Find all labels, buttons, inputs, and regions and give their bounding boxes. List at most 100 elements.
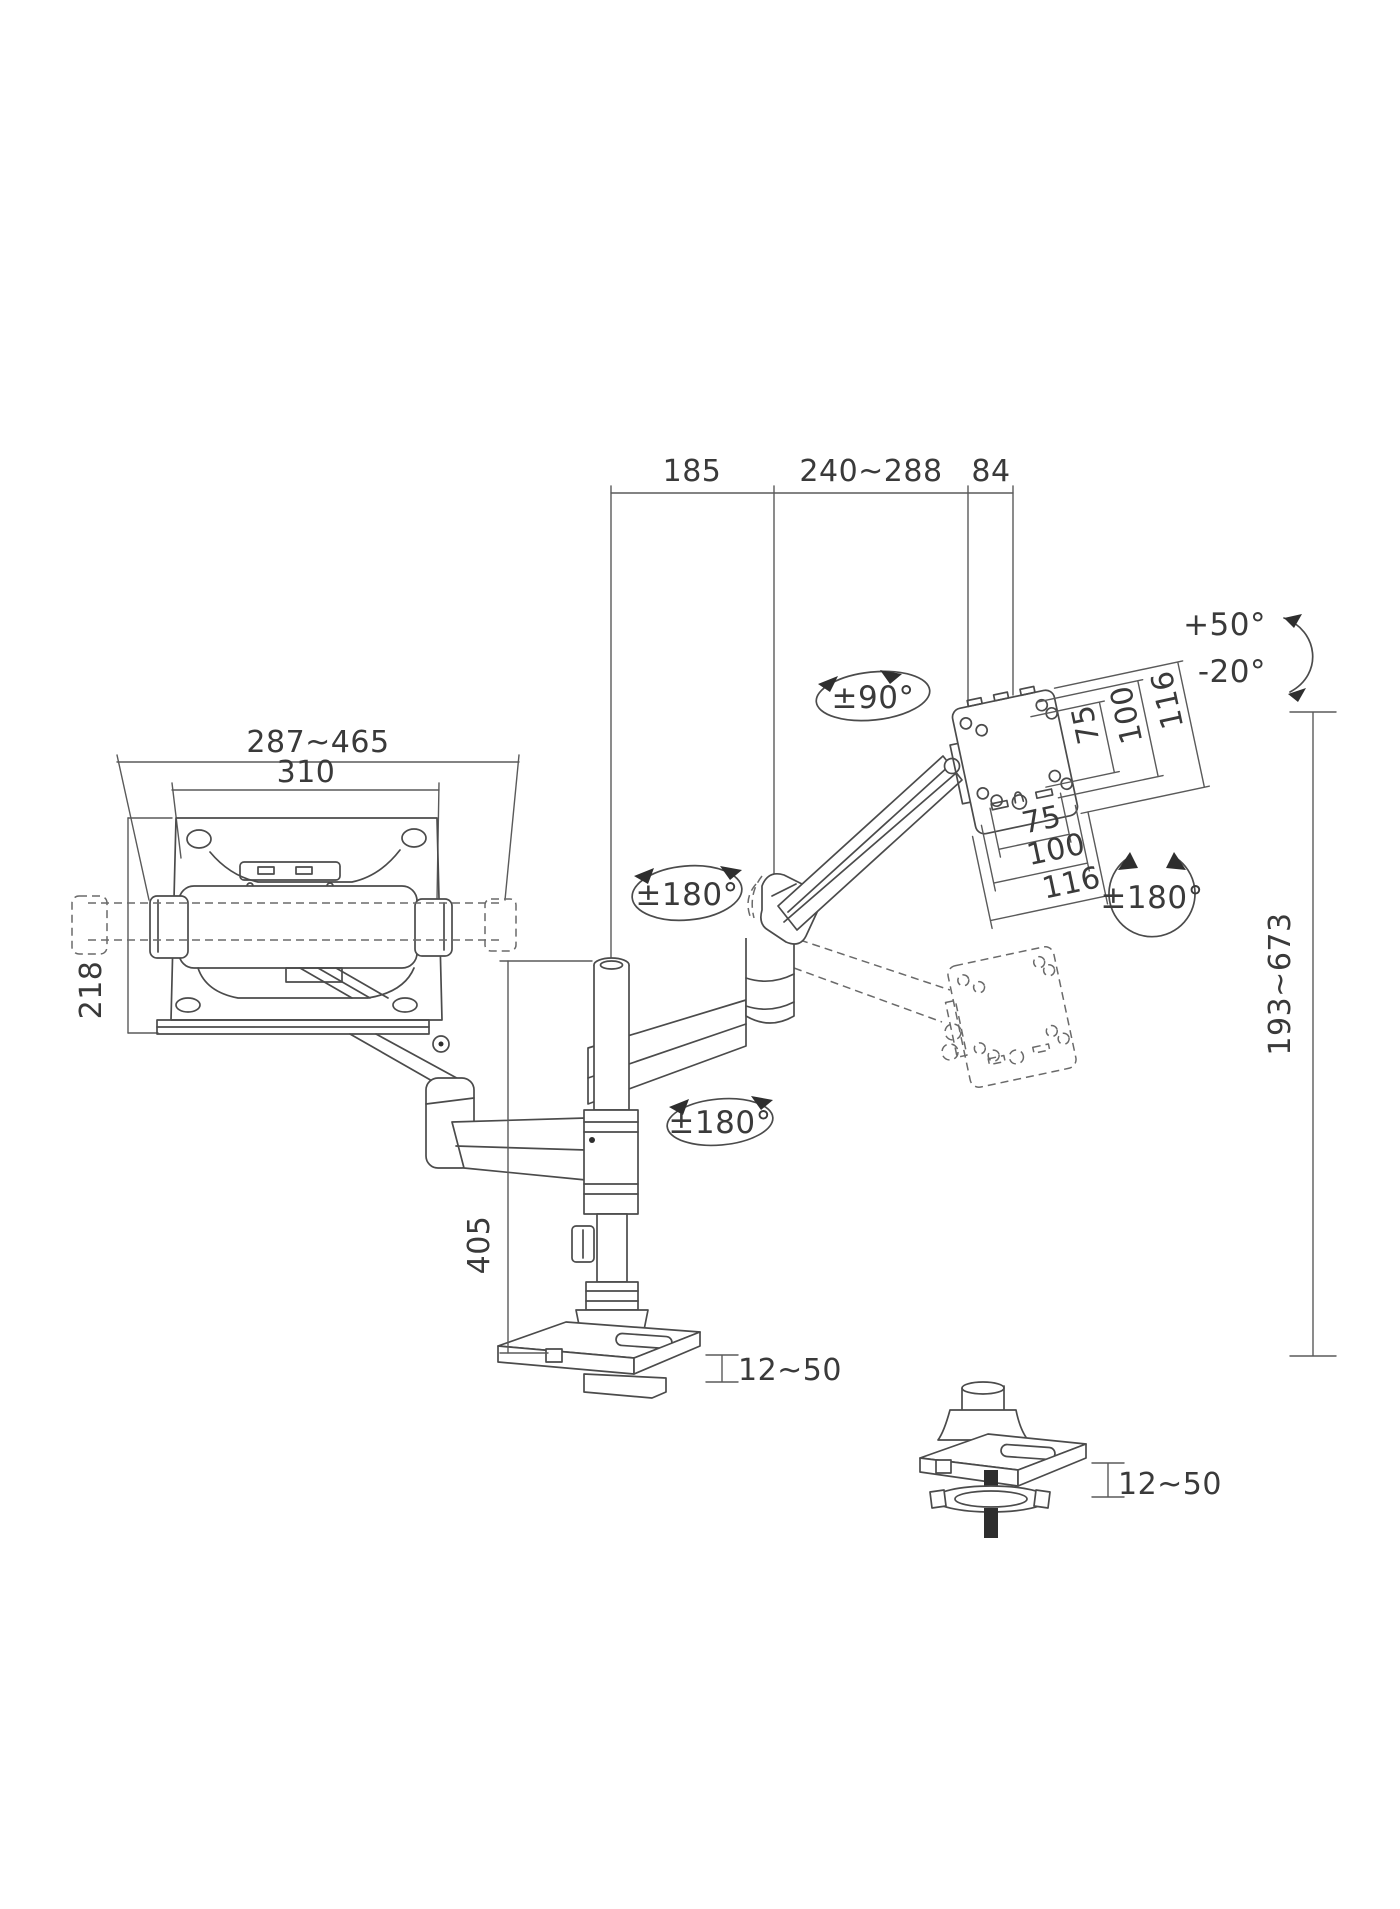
tray-arm-screw-dot: [438, 1041, 444, 1047]
arm-end-cap: [943, 757, 961, 775]
desk-thickness-bracket: [705, 1354, 739, 1383]
pole-lower-shaft: [596, 1213, 628, 1283]
vesa-slot: [1034, 788, 1054, 800]
vesa-rotate-arrow-right: [1166, 852, 1186, 870]
vesa-slot: [990, 799, 1009, 811]
ghost-vesa-plate-group: [944, 946, 1077, 1088]
height-range-line: [1289, 711, 1337, 1357]
tray-arm-hatching: [299, 967, 389, 999]
clamp-lower-jaw: [583, 1373, 667, 1399]
collar-rings: [583, 1121, 639, 1195]
vesa-rotate-arrow-left: [1118, 852, 1138, 870]
grommet-usb-port: [935, 1459, 952, 1474]
ghost-clamp-left: [71, 895, 108, 955]
tray-elbow-line: [425, 1097, 475, 1105]
pivot-angle-label: ±90°: [832, 680, 915, 716]
dim-vesa-v-100: 100: [1104, 682, 1150, 747]
elbow-swivel-ellipse: [631, 864, 743, 922]
vesa-tab: [992, 691, 1010, 702]
elbow-arrow-left: [634, 868, 654, 884]
ghost-arm-cap: [944, 1023, 962, 1041]
tray-width-ext-right: [504, 754, 520, 901]
tray-hole: [392, 997, 418, 1013]
tray-hole: [401, 828, 427, 848]
threaded-rod-lower: [984, 1508, 998, 1538]
wing-washer-inner: [954, 1490, 1028, 1508]
vesa-plate-group: 75 100 116 75 100 116: [949, 660, 1210, 930]
gas-spring-lines: [783, 764, 956, 923]
vesa-tab: [966, 696, 983, 708]
left-clamp-pad: [149, 895, 189, 959]
dim-spring-arm-reach: 240~288: [799, 454, 942, 489]
pole-upper-shaft: [593, 965, 630, 1111]
elbow-angle-label: ±180°: [635, 877, 738, 913]
dim-upper-arm-reach: 185: [663, 454, 722, 489]
pivot-arrow-right: [880, 670, 902, 684]
base-ring-lines: [585, 1290, 639, 1302]
pole-top-inner: [599, 960, 624, 970]
ghost-joint-arcs: [747, 875, 763, 919]
usb-port: [545, 1348, 563, 1363]
pole-base-ring: [585, 1281, 639, 1311]
tray-top-bracket: [239, 861, 341, 890]
tray-cutout-bottom: [197, 967, 415, 999]
tray-width-ext-left: [116, 754, 150, 901]
tilt-arc: [1283, 617, 1314, 693]
elbow-swivel-annotation: ±180°: [631, 864, 743, 922]
grommet-pole-stub: [961, 1385, 1005, 1411]
dim-vesa-depth: 84: [971, 454, 1010, 489]
dim-desk-thickness: 12~50: [738, 1353, 842, 1388]
arm-pivot-annotation: ±90°: [815, 670, 931, 722]
pole-arrow-right: [751, 1096, 773, 1110]
dim-vesa-v-75: 75: [1065, 702, 1107, 748]
tray-hole: [186, 829, 212, 849]
dim-tray-width-range: 287~465: [246, 725, 389, 760]
ghost-vesa-plate: [947, 946, 1077, 1088]
dim-vesa-h-75: 75: [1019, 799, 1065, 841]
vesa-holes: [959, 698, 1073, 808]
vesa-rotate-circle: [1108, 857, 1196, 938]
dim-lower-arm-height: 405: [462, 1216, 497, 1275]
tilt-arrow-up: [1284, 614, 1302, 628]
vesa-tab: [1019, 685, 1036, 697]
pivot-ellipse: [815, 670, 931, 722]
vesa-keyhole: [1011, 794, 1028, 810]
elbow-arrow-right: [720, 866, 742, 880]
tilt-annotation: +50° -20°: [1183, 607, 1314, 702]
dim-height-range: 193~673: [1263, 912, 1298, 1055]
desk-pole-figure: 405 12~50: [462, 957, 842, 1399]
pole-swivel-ellipse: [666, 1097, 774, 1147]
collar-screw: [589, 1137, 595, 1143]
ghost-arm-cap: [941, 1043, 959, 1061]
vesa-angle-label: ±180°: [1100, 880, 1203, 916]
ghost-spring-arm: [793, 939, 951, 1023]
joint-detail: [771, 883, 797, 897]
grommet-thickness-bracket: [1091, 1462, 1125, 1498]
grommet-side-face: [1017, 1443, 1087, 1487]
vesa-horizontal-dims: 75 100 116: [971, 792, 1109, 930]
tray-hole: [175, 997, 201, 1013]
grommet-slot: [1000, 1443, 1056, 1461]
wing-tab-right: [1033, 1489, 1051, 1509]
tilt-down-label: -20°: [1198, 654, 1266, 690]
grommet-mount-figure: 12~50: [919, 1381, 1222, 1538]
clamp-side-face: [633, 1331, 701, 1375]
tilt-arrow-down: [1288, 688, 1306, 702]
pole-angle-label: ±180°: [668, 1105, 771, 1141]
pole-collar: [583, 1109, 639, 1215]
dim-plate-width: 310: [277, 755, 336, 790]
top-dimension-chain: 185 240~288 84: [610, 454, 1014, 959]
dim-tray-depth: 218: [74, 961, 109, 1020]
bracket-tab: [295, 866, 313, 875]
pole-arrow-left: [669, 1099, 689, 1115]
bracket-plate: [239, 861, 341, 881]
dim-grommet-thickness: 12~50: [1118, 1467, 1222, 1502]
elbow-rings: [745, 973, 795, 1011]
height-range-dimension: 193~673: [1263, 711, 1337, 1357]
tilt-up-label: +50°: [1183, 607, 1266, 643]
wing-tab-left: [929, 1489, 947, 1509]
pivot-arrow-left: [818, 676, 838, 692]
tray-cutout-top: [209, 849, 401, 883]
